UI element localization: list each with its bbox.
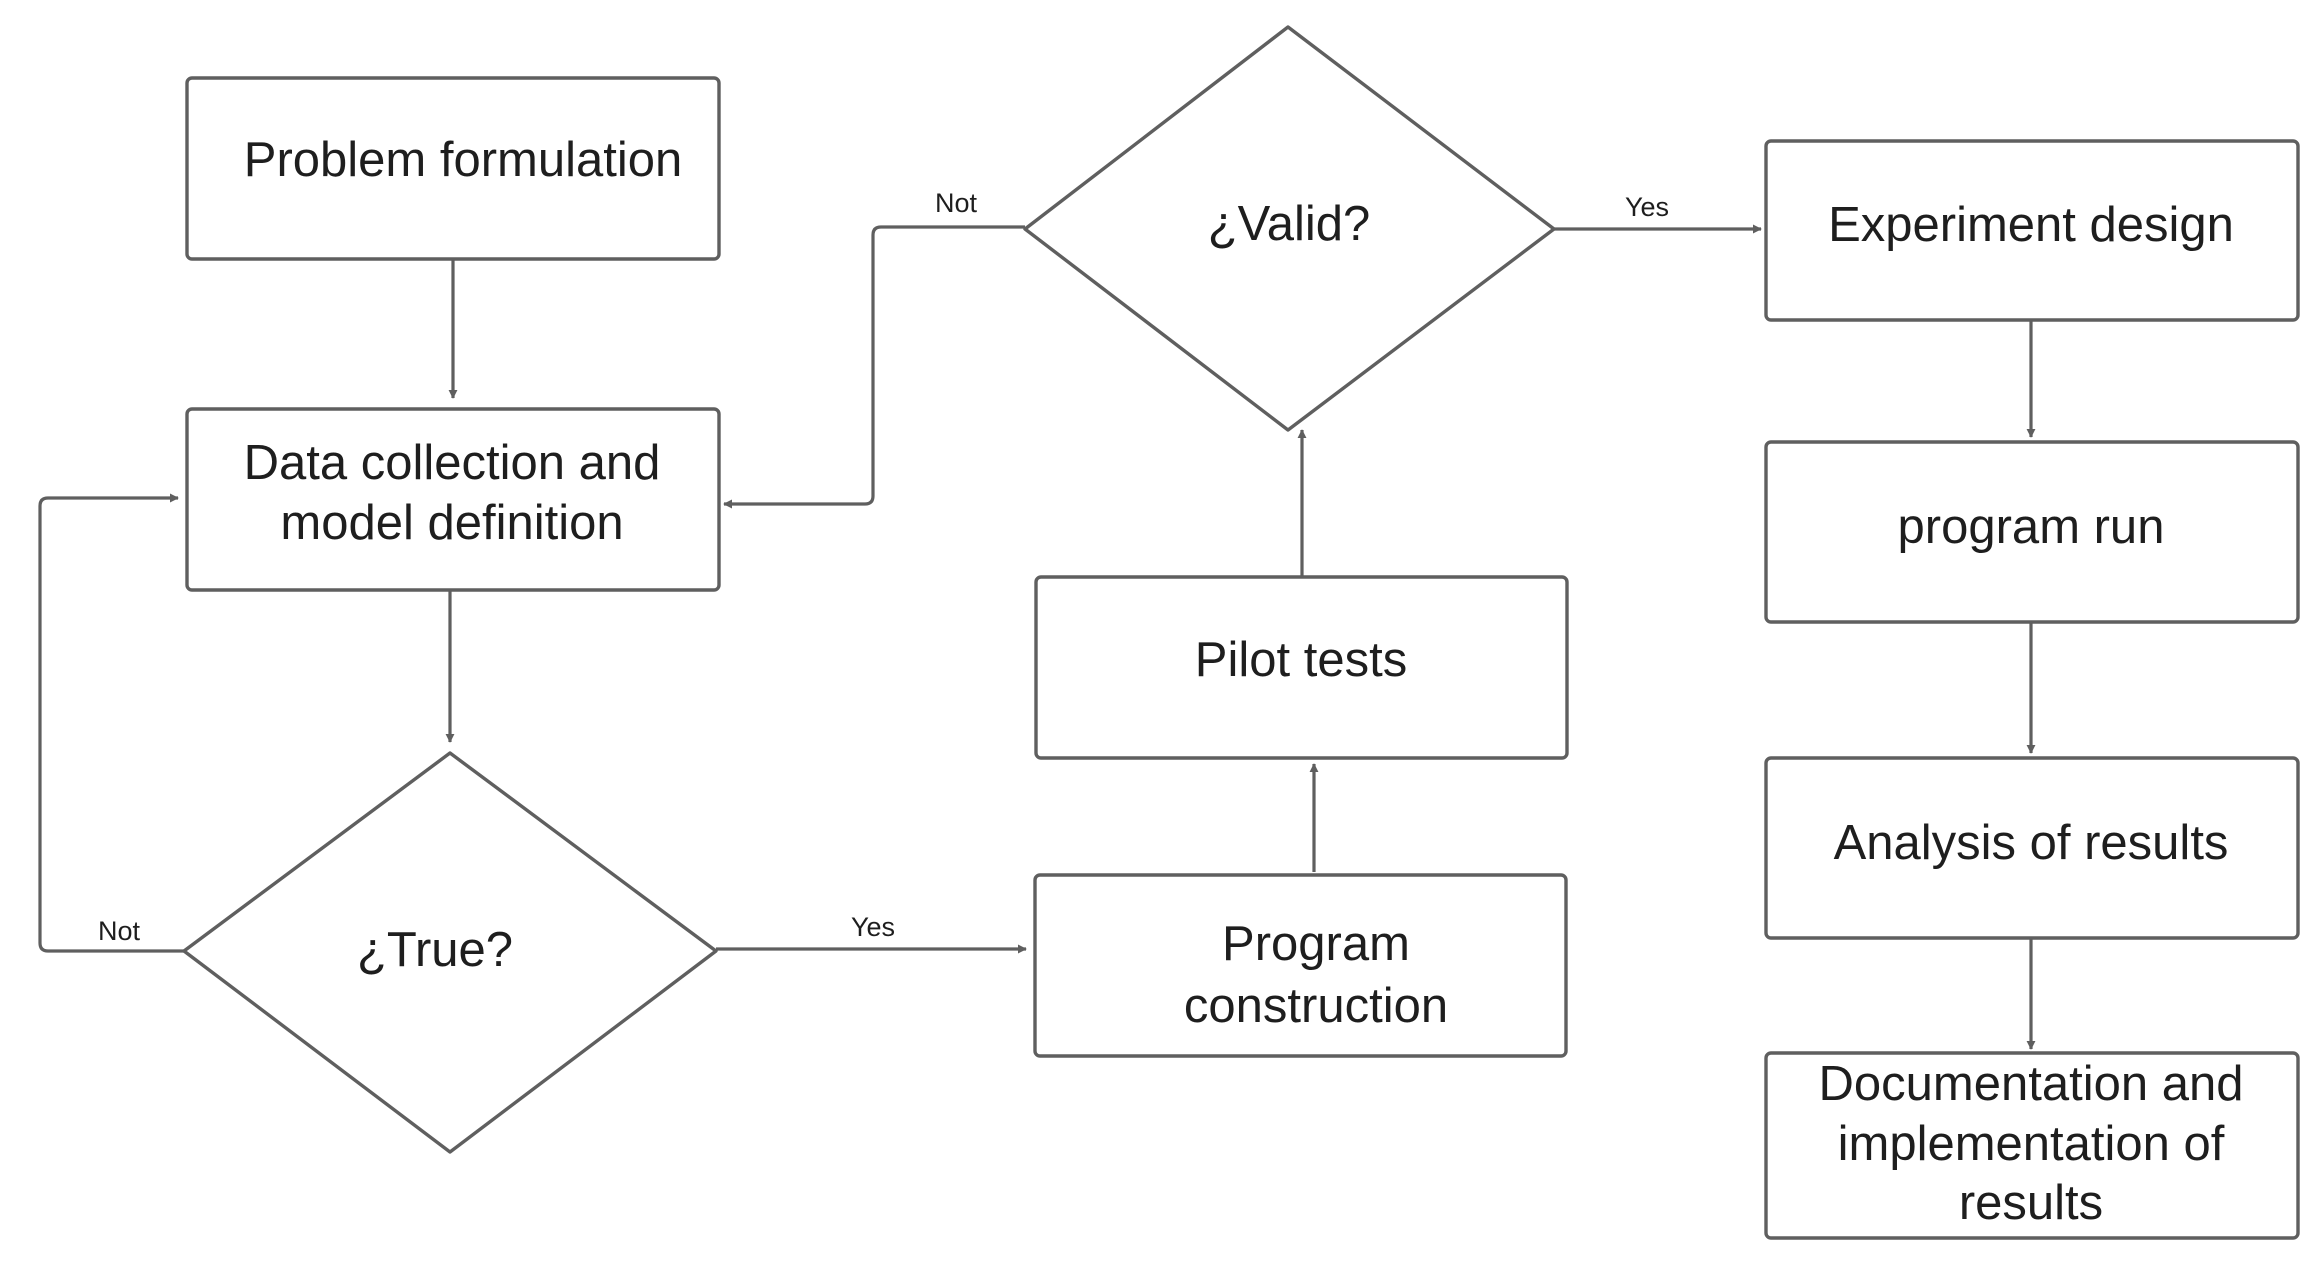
node-data-collection-line2: model definition <box>280 496 623 550</box>
node-program-run: program run <box>1764 440 2300 624</box>
node-experiment-design-label: Experiment design <box>1828 198 2234 252</box>
node-data-collection-line1: Data collection and <box>244 436 661 490</box>
node-pilot-tests: Pilot tests <box>1034 575 1569 760</box>
edge-label-true-not: Not <box>98 916 141 946</box>
edge-true-not-to-data <box>38 493 184 953</box>
node-experiment-design: Experiment design <box>1764 139 2300 322</box>
edge-label-valid-yes: Yes <box>1625 192 1669 222</box>
node-pilot-tests-label: Pilot tests <box>1195 633 1407 687</box>
node-analysis-of-results-label: Analysis of results <box>1834 816 2229 870</box>
node-program-construction-line2: construction <box>1184 979 1448 1033</box>
node-valid-decision: ¿Valid? <box>1023 25 1556 432</box>
node-true-decision-label: ¿True? <box>357 923 513 977</box>
node-valid-decision-label: ¿Valid? <box>1208 197 1371 251</box>
node-analysis-of-results: Analysis of results <box>1764 756 2300 940</box>
node-documentation-line1: Documentation and <box>1819 1057 2244 1111</box>
node-true-decision: ¿True? <box>182 751 718 1154</box>
edge-label-valid-not: Not <box>935 188 978 218</box>
node-documentation-line2: implementation of <box>1838 1117 2225 1171</box>
node-program-construction: Program construction <box>1033 873 1568 1058</box>
node-program-construction-line1: Program <box>1222 917 1410 971</box>
node-data-collection: Data collection and model definition <box>185 407 721 592</box>
node-program-run-label: program run <box>1898 500 2165 554</box>
node-documentation: Documentation and implementation of resu… <box>1764 1051 2300 1240</box>
node-problem-formulation: Problem formulation <box>185 76 721 261</box>
node-problem-formulation-label: Problem formulation <box>244 133 682 187</box>
edge-valid-not-to-data <box>723 225 1025 509</box>
node-documentation-line3: results <box>1959 1176 2103 1230</box>
edge-label-true-yes: Yes <box>851 912 895 942</box>
